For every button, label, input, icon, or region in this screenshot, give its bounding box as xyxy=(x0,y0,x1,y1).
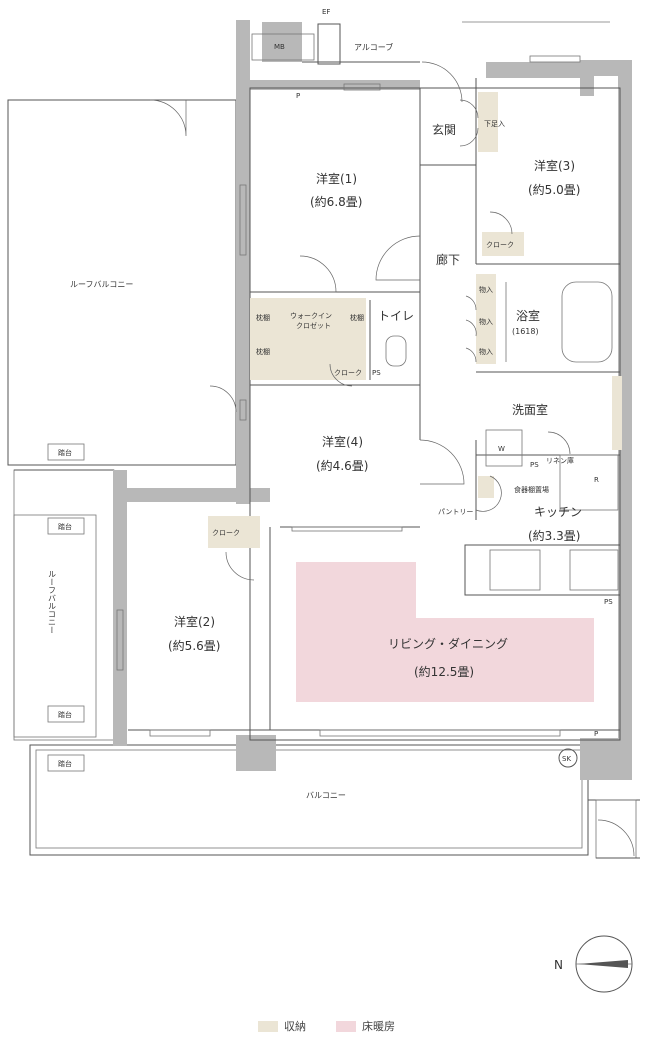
walls xyxy=(113,20,632,780)
room-3-name: 洋室(3) xyxy=(534,158,575,173)
doors xyxy=(149,61,635,857)
wic-label-1: ウォークイン xyxy=(290,312,332,320)
compass-north-icon: N xyxy=(554,958,563,972)
legend-heating-label: 床暖房 xyxy=(362,1020,395,1033)
legend-heating: 床暖房 xyxy=(336,1018,395,1034)
windows xyxy=(116,55,581,737)
room-4-size: (約4.6畳) xyxy=(316,458,368,473)
ps-label-2: PS xyxy=(530,461,539,469)
alcove-label: アルコーブ xyxy=(354,42,393,52)
step-label-2: 踏台 xyxy=(58,522,72,531)
linen-label: リネン庫 xyxy=(546,456,574,465)
kitchen-size: (約3.3畳) xyxy=(528,528,580,543)
living-dining-label: リビング・ダイニング xyxy=(388,636,508,651)
room-4-name: 洋室(4) xyxy=(322,434,363,449)
mb-label: MB xyxy=(274,43,285,51)
wic-label-2: クロゼット xyxy=(296,321,331,330)
step-label-3: 踏台 xyxy=(58,710,72,719)
floor-heating-area xyxy=(296,562,594,702)
ps-label-3: PS xyxy=(604,598,613,606)
roof-balcony-label: ルーフバルコニー xyxy=(70,280,133,289)
heating-swatch xyxy=(336,1020,356,1032)
shoe-storage-label: 下足入 xyxy=(484,120,505,128)
room-2-size: (約5.6畳) xyxy=(168,638,220,653)
compass: N xyxy=(554,935,633,993)
room-1-name: 洋室(1) xyxy=(316,171,357,186)
legend-storage-label: 収納 xyxy=(284,1020,306,1033)
storage-areas xyxy=(208,92,622,548)
pillow-shelf-3: 枕棚 xyxy=(256,347,270,356)
pillow-shelf-1: 枕棚 xyxy=(256,313,270,322)
bathroom-label: 浴室 xyxy=(516,308,540,323)
toilet-label: トイレ xyxy=(378,309,414,323)
dish-cabinet-label: 食器棚置場 xyxy=(514,485,549,494)
sk-label: SK xyxy=(562,755,571,763)
room-3-size: (約5.0畳) xyxy=(528,182,580,197)
washroom-label: 洗面室 xyxy=(512,402,548,417)
balcony-label: バルコニー xyxy=(306,791,346,800)
ef-label: EF xyxy=(322,8,330,16)
closet-2-label: クローク xyxy=(212,529,240,537)
mb-box xyxy=(251,33,315,61)
hallway-label: 廊下 xyxy=(436,252,460,267)
ps-label-1: PS xyxy=(372,369,381,377)
pillow-shelf-2: 枕棚 xyxy=(350,313,364,322)
p-label-2: P xyxy=(594,730,598,738)
step-label-1: 踏台 xyxy=(58,448,72,457)
fridge-mark: R xyxy=(594,476,599,484)
ef-box xyxy=(317,23,341,65)
storage-label-3: 物入 xyxy=(479,347,493,356)
bathroom-size: (1618) xyxy=(512,327,539,336)
closet-3-label: クローク xyxy=(486,241,514,249)
balcony-area xyxy=(29,744,640,859)
storage-swatch xyxy=(258,1020,278,1032)
kitchen-label: キッチン xyxy=(534,505,582,519)
step-label-4: 踏台 xyxy=(58,759,72,768)
closet-wic-label: クローク xyxy=(334,369,362,377)
storage-label-1: 物入 xyxy=(479,285,493,294)
storage-label-2: 物入 xyxy=(479,317,493,326)
washer-mark: W xyxy=(498,445,505,453)
room-1-size: (約6.8畳) xyxy=(310,194,362,209)
roof-balcony-label-2: ルーフバルコニー xyxy=(48,570,57,634)
entrance-label: 玄関 xyxy=(432,122,456,137)
pantry-label: パントリー xyxy=(438,508,473,516)
living-dining-size: (約12.5畳) xyxy=(414,664,474,679)
room-2-name: 洋室(2) xyxy=(174,614,215,629)
p-label-1: P xyxy=(296,92,300,100)
legend-storage: 収納 xyxy=(258,1018,306,1034)
